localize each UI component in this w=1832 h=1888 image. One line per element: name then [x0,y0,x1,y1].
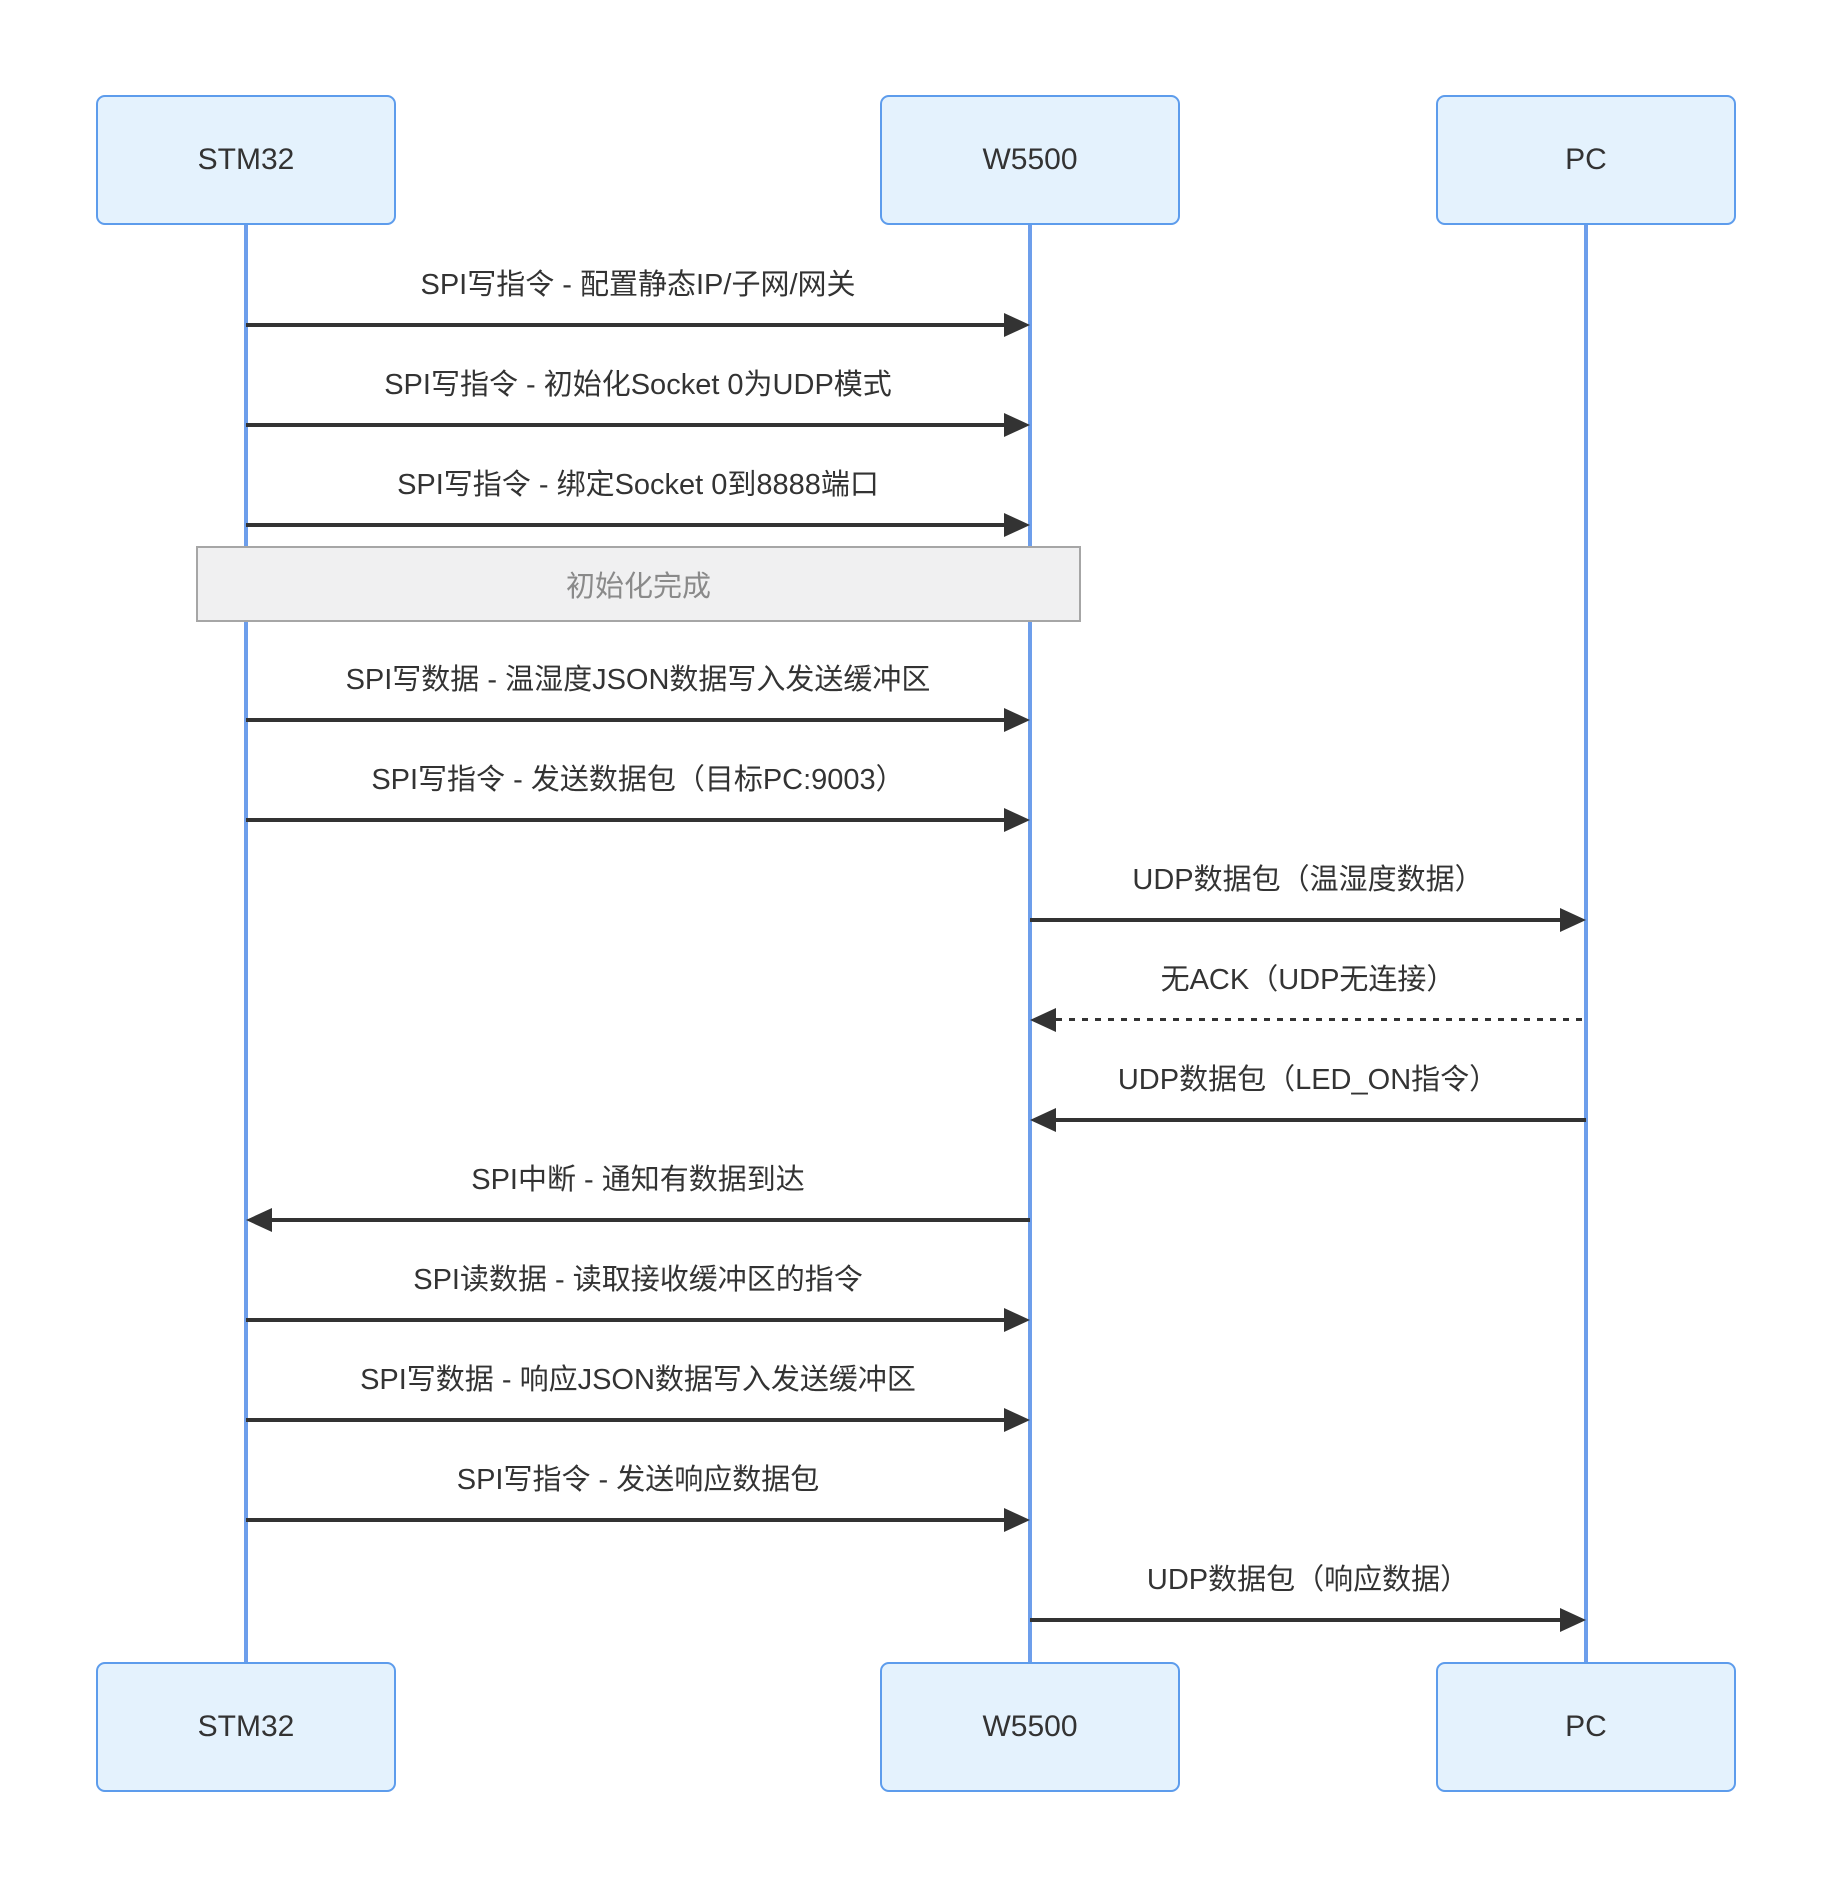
message-label: SPI写指令 - 发送数据包（目标PC:9003） [371,764,905,796]
message-line [246,1518,1004,1522]
message-label: SPI写指令 - 配置静态IP/子网/网关 [420,269,856,301]
lifeline-pc [1584,225,1588,1662]
message-line [246,1318,1004,1322]
message-line [246,818,1004,822]
lifeline-stm32 [244,225,248,1662]
participant-label: STM32 [197,143,295,176]
participant-box-top-w5500: W5500 [880,95,1180,225]
message-line [246,1418,1004,1422]
message-line [1056,1018,1586,1021]
message-label: SPI写数据 - 响应JSON数据写入发送缓冲区 [360,1364,916,1396]
arrowhead-right-icon [1004,1308,1030,1332]
arrowhead-right-icon [1560,908,1586,932]
participant-label: STM32 [197,1710,295,1743]
participant-box-top-stm32: STM32 [96,95,396,225]
message-line [272,1218,1030,1222]
message-label: SPI中断 - 通知有数据到达 [471,1164,805,1196]
message-label: UDP数据包（温湿度数据） [1132,864,1484,896]
arrowhead-right-icon [1004,808,1030,832]
message-label: SPI写指令 - 初始化Socket 0为UDP模式 [384,369,892,401]
message-line [246,523,1004,527]
arrowhead-left-icon [246,1208,272,1232]
participant-label: PC [1565,143,1607,176]
participant-box-bottom-w5500: W5500 [880,1662,1180,1792]
arrowhead-right-icon [1560,1608,1586,1632]
message-line [1056,1118,1586,1122]
arrowhead-right-icon [1004,313,1030,337]
message-label: SPI读数据 - 读取接收缓冲区的指令 [413,1264,863,1296]
message-label: SPI写指令 - 发送响应数据包 [456,1464,820,1496]
note-box: 初始化完成 [196,546,1081,622]
message-line [246,323,1004,327]
message-label: SPI写指令 - 绑定Socket 0到8888端口 [397,469,879,501]
participant-label: W5500 [982,143,1078,176]
participant-label: W5500 [982,1710,1078,1743]
participant-box-top-pc: PC [1436,95,1736,225]
participant-box-bottom-stm32: STM32 [96,1662,396,1792]
participant-label: PC [1565,1710,1607,1743]
message-label: SPI写数据 - 温湿度JSON数据写入发送缓冲区 [345,664,931,696]
arrowhead-right-icon [1004,513,1030,537]
participant-box-bottom-pc: PC [1436,1662,1736,1792]
message-line [246,423,1004,427]
arrowhead-right-icon [1004,1408,1030,1432]
message-label: UDP数据包（响应数据） [1146,1564,1470,1596]
arrowhead-left-icon [1030,1008,1056,1032]
arrowhead-right-icon [1004,708,1030,732]
message-label: 无ACK（UDP无连接） [1160,964,1456,996]
message-line [1030,1618,1560,1622]
message-line [246,718,1004,722]
arrowhead-left-icon [1030,1108,1056,1132]
arrowhead-right-icon [1004,1508,1030,1532]
message-line [1030,918,1560,922]
message-label: UDP数据包（LED_ON指令） [1117,1064,1499,1096]
lifeline-w5500 [1028,225,1032,1662]
arrowhead-right-icon [1004,413,1030,437]
